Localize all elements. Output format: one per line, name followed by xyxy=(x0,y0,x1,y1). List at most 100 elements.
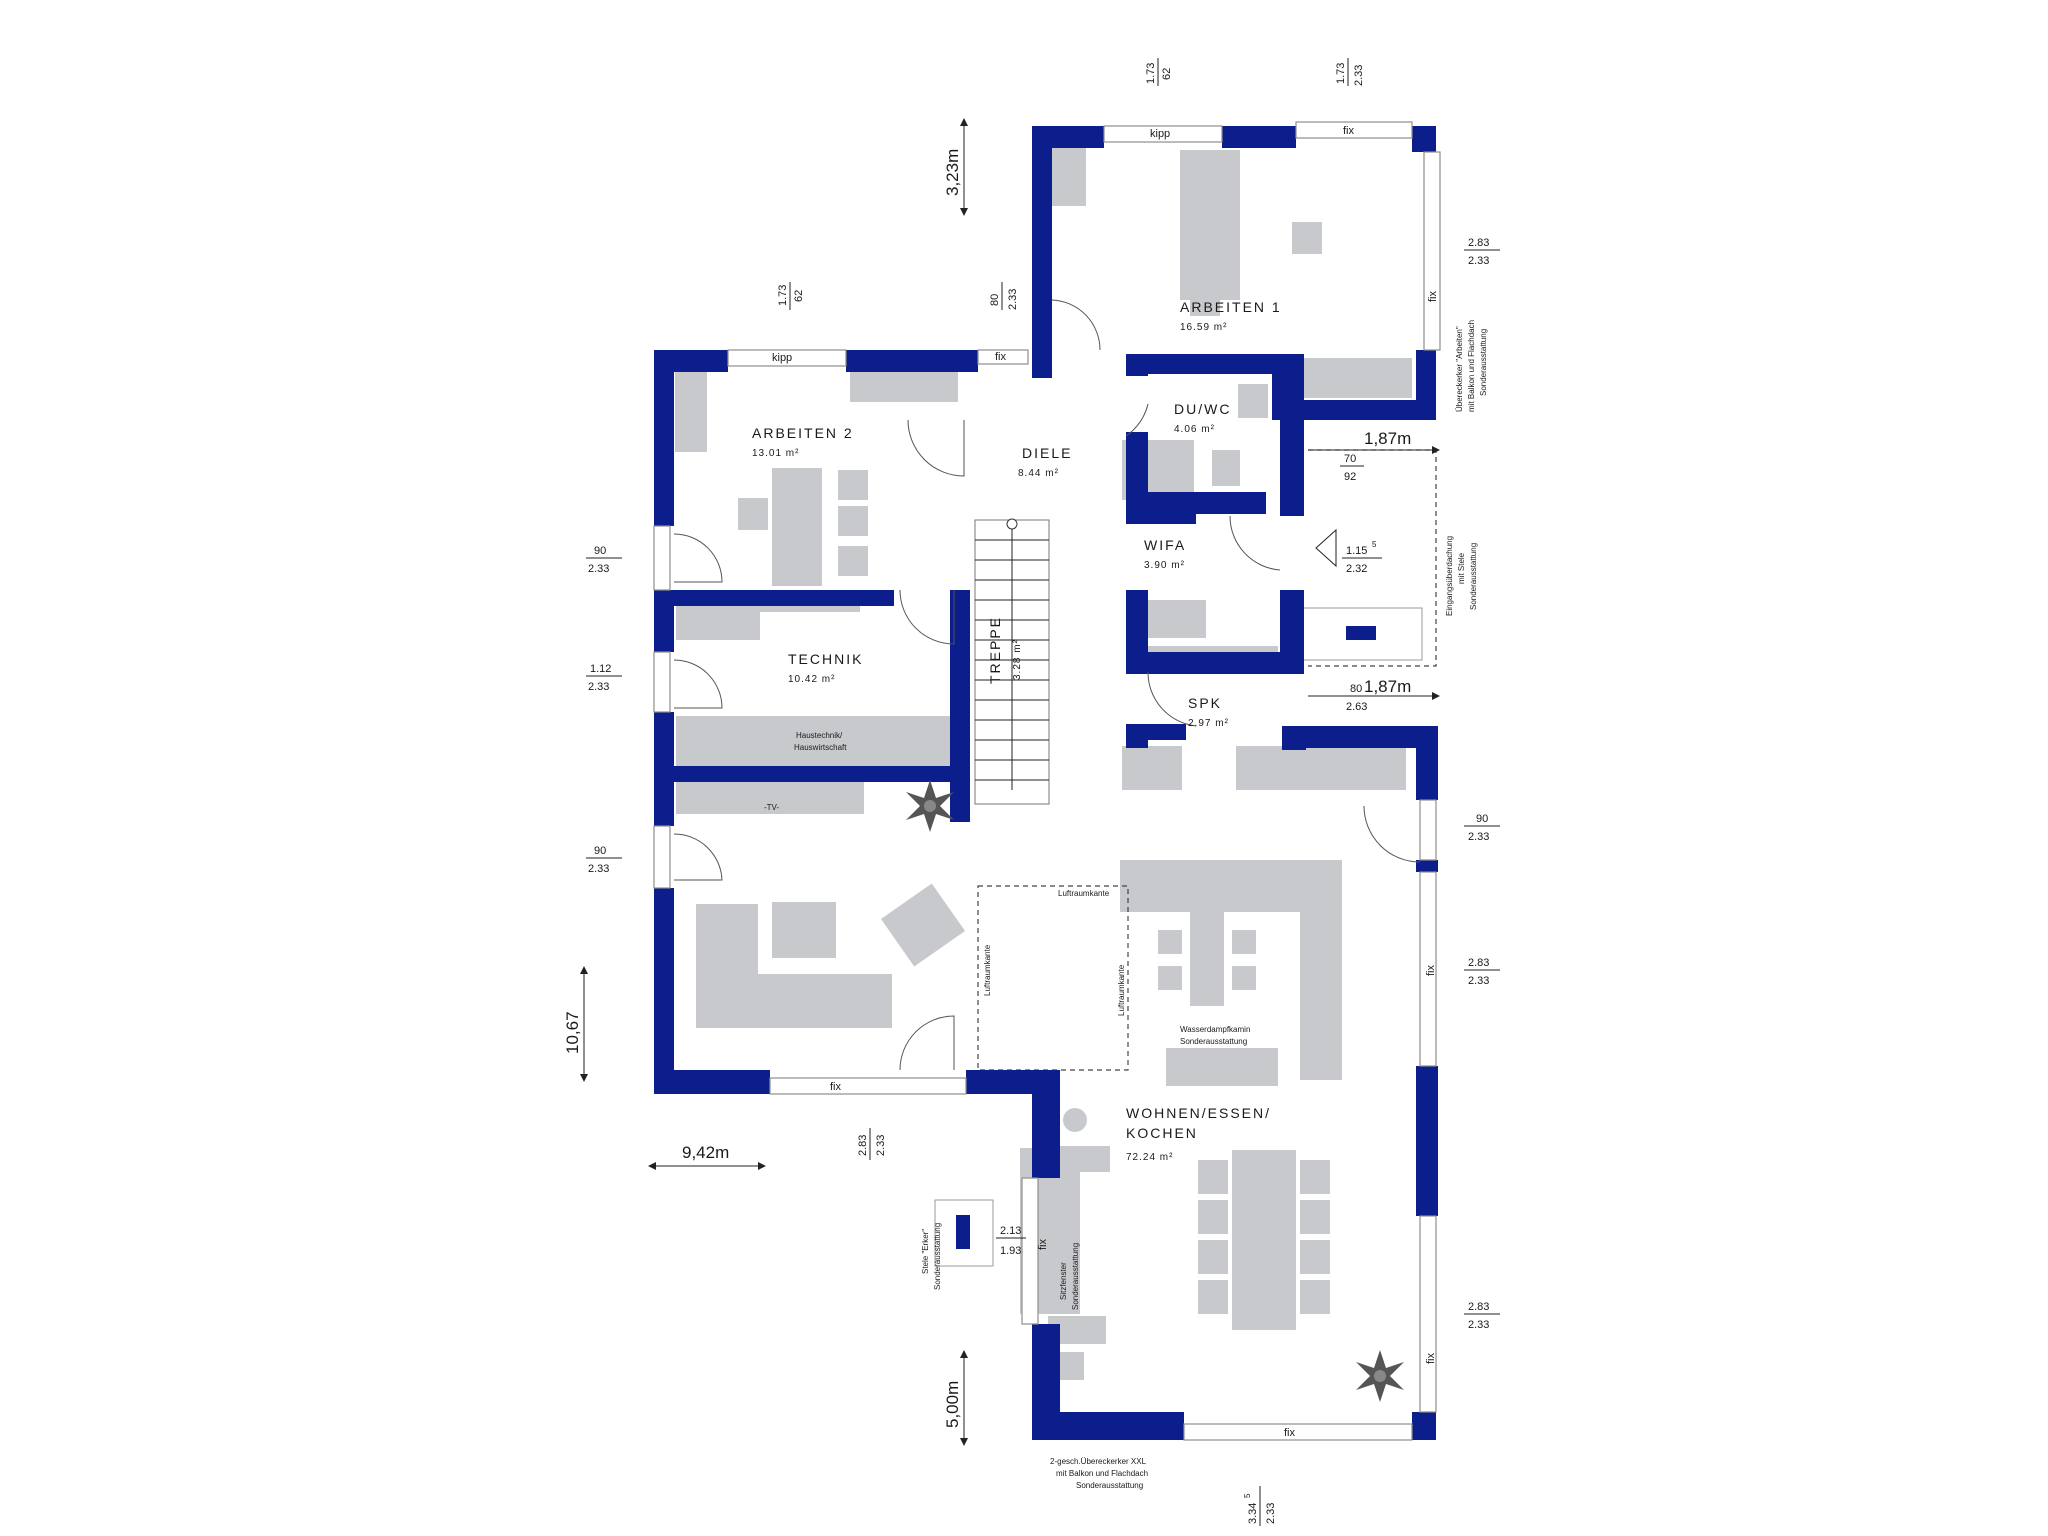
note-xxl-2: mit Balkon und Flachdach xyxy=(1056,1469,1148,1478)
room-area-treppe: 3.28 m² xyxy=(1012,639,1023,680)
room-name-wohnen-line1: WOHNEN/ESSEN/ xyxy=(1126,1105,1271,1121)
windows xyxy=(653,121,1441,1441)
note-xxl-1: 2-gesch.Übereckerker XXL xyxy=(1050,1457,1147,1466)
room-area-wifa: 3.90 m² xyxy=(1144,560,1185,571)
note-uebereck-3: Sonderausstattung xyxy=(1479,329,1488,396)
note-stele-erker-2: Sonderausstattung xyxy=(933,1223,942,1290)
walls xyxy=(654,126,1438,1440)
dim-173-233-num: 1.73 xyxy=(1335,63,1347,84)
window-label-fix-east2: fix xyxy=(1425,1353,1437,1365)
overall-dim-500: 5,00m xyxy=(943,1381,962,1428)
dim-3345-233-num: 3.34 xyxy=(1247,1503,1259,1524)
dim-80-233-num: 80 xyxy=(989,294,1001,306)
note-luftraumkante-left: Luftraumkante xyxy=(983,944,992,996)
note-sitzfenster-2: Sonderausstattung xyxy=(1071,1243,1080,1310)
room-area-wohnen: 72.24 m² xyxy=(1126,1152,1173,1163)
room-name-arbeiten2: ARBEITEN 2 xyxy=(752,425,854,441)
dim-283-233-a-num: 2.83 xyxy=(1468,237,1489,249)
doors xyxy=(673,299,1421,1071)
dim-173-62-top-num: 1.73 xyxy=(1145,63,1157,84)
dim-80-263-num: 80 xyxy=(1350,683,1362,695)
room-name-wifa: WIFA xyxy=(1144,537,1186,553)
window-label-kipp-a1: kipp xyxy=(1150,128,1170,140)
room-name-wohnen-line2: KOCHEN xyxy=(1126,1125,1198,1141)
dim-90-233-r-num: 90 xyxy=(1476,813,1488,825)
room-area-arbeiten2: 13.01 m² xyxy=(752,448,799,459)
dim-90-233-l2-den: 2.33 xyxy=(588,863,609,875)
dim-1155-232-num: 1.15 xyxy=(1346,545,1367,557)
note-sitzfenster-1: Sitzfenster xyxy=(1059,1262,1068,1300)
annotations: Haustechnik/ Hauswirtschaft -TV- Luftrau… xyxy=(764,320,1488,1490)
note-uebereck-2: mit Balkon und Flachdach xyxy=(1467,320,1476,412)
room-area-technik: 10.42 m² xyxy=(788,674,835,685)
dim-213-193-num: 2.13 xyxy=(1000,1225,1021,1237)
window-label-fix-diele: fix xyxy=(995,351,1007,363)
note-eingang-1: Eingangsüberdachung xyxy=(1445,536,1454,616)
overall-dim-323: 3,23m xyxy=(943,149,962,196)
note-eingang-3: Sonderausstattung xyxy=(1469,543,1478,610)
note-luftraumkante-top: Luftraumkante xyxy=(1058,889,1110,898)
window-label-fix-living-south: fix xyxy=(830,1081,842,1093)
dim-283-233-bl-den: 2.33 xyxy=(875,1135,887,1156)
dim-283-233-c-num: 2.83 xyxy=(1468,1301,1489,1313)
note-wasserdampf-2: Sonderausstattung xyxy=(1180,1037,1247,1046)
room-name-duwc: DU/WC xyxy=(1174,401,1231,417)
overall-dim-187-bottom: 1,87m xyxy=(1364,677,1411,696)
note-tv: -TV- xyxy=(764,803,779,812)
room-name-arbeiten1: ARBEITEN 1 xyxy=(1180,299,1282,315)
dim-90-233-r-den: 2.33 xyxy=(1468,831,1489,843)
window-label-fix-erker: fix xyxy=(1037,1239,1049,1251)
dim-3345-233-den: 2.33 xyxy=(1265,1503,1277,1524)
dim-112-233-den: 2.33 xyxy=(588,681,609,693)
room-area-duwc: 4.06 m² xyxy=(1174,424,1215,435)
note-uebereck-1: Übereckerker "Arbeiten" xyxy=(1455,326,1464,412)
window-label-kipp-a2: kipp xyxy=(772,352,792,364)
dim-283-233-b-den: 2.33 xyxy=(1468,975,1489,987)
dim-70-92-den: 92 xyxy=(1344,471,1356,483)
overall-dim-942: 9,42m xyxy=(682,1143,729,1162)
dim-173-233-den: 2.33 xyxy=(1353,65,1365,86)
overall-dim-187-top: 1,87m xyxy=(1364,429,1411,448)
dim-213-193-den: 1.93 xyxy=(1000,1245,1021,1257)
room-name-technik: TECHNIK xyxy=(788,651,863,667)
dim-80-233-den: 2.33 xyxy=(1007,289,1019,310)
room-name-diele: DIELE xyxy=(1022,445,1072,461)
dim-173-62-a2-den: 62 xyxy=(793,290,805,302)
dim-283-233-b-num: 2.83 xyxy=(1468,957,1489,969)
luftraum-outline xyxy=(977,885,1129,1071)
note-xxl-3: Sonderausstattung xyxy=(1076,1481,1143,1490)
stair xyxy=(974,518,1050,805)
room-name-spk: SPK xyxy=(1188,695,1222,711)
note-luftraumkante-right: Luftraumkante xyxy=(1117,964,1126,1016)
overall-dim-1067: 10,67 xyxy=(563,1011,582,1054)
dim-1155-232-den: 2.32 xyxy=(1346,563,1367,575)
room-area-diele: 8.44 m² xyxy=(1018,468,1059,479)
note-haustechnik-1: Haustechnik/ xyxy=(796,731,843,740)
dim-173-62-a2-num: 1.73 xyxy=(777,285,789,306)
note-stele-erker-1: Stele "Erker" xyxy=(921,1229,930,1274)
window-label-fix-south: fix xyxy=(1284,1427,1296,1439)
dim-80-263-den: 2.63 xyxy=(1346,701,1367,713)
plant-icon xyxy=(1356,1350,1404,1402)
dim-90-233-l2-num: 90 xyxy=(594,845,606,857)
dim-283-233-a-den: 2.33 xyxy=(1468,255,1489,267)
room-area-spk: 2.97 m² xyxy=(1188,718,1229,729)
note-haustechnik-2: Hauswirtschaft xyxy=(794,743,847,752)
dim-283-233-bl-num: 2.83 xyxy=(857,1135,869,1156)
room-name-treppe: TREPPE xyxy=(987,616,1003,684)
dim-173-62-top-den: 62 xyxy=(1161,68,1173,80)
note-wasserdampf-1: Wasserdampfkamin xyxy=(1180,1025,1250,1034)
dim-90-233-l1-den: 2.33 xyxy=(588,563,609,575)
window-label-fix-a1-east: fix xyxy=(1427,291,1439,303)
dim-90-233-l1-num: 90 xyxy=(594,545,606,557)
window-label-fix-a1-top: fix xyxy=(1343,125,1355,137)
dim-70-92-num: 70 xyxy=(1344,453,1356,465)
window-label-fix-east1: fix xyxy=(1425,965,1437,977)
note-eingang-2: mit Stele xyxy=(1457,552,1466,584)
plant-icon xyxy=(906,780,954,832)
dim-3345-233-sup: 5 xyxy=(1243,1493,1252,1498)
dim-112-233-num: 1.12 xyxy=(590,663,611,675)
dim-1155-232-sup: 5 xyxy=(1372,540,1377,549)
room-area-arbeiten1: 16.59 m² xyxy=(1180,322,1227,333)
